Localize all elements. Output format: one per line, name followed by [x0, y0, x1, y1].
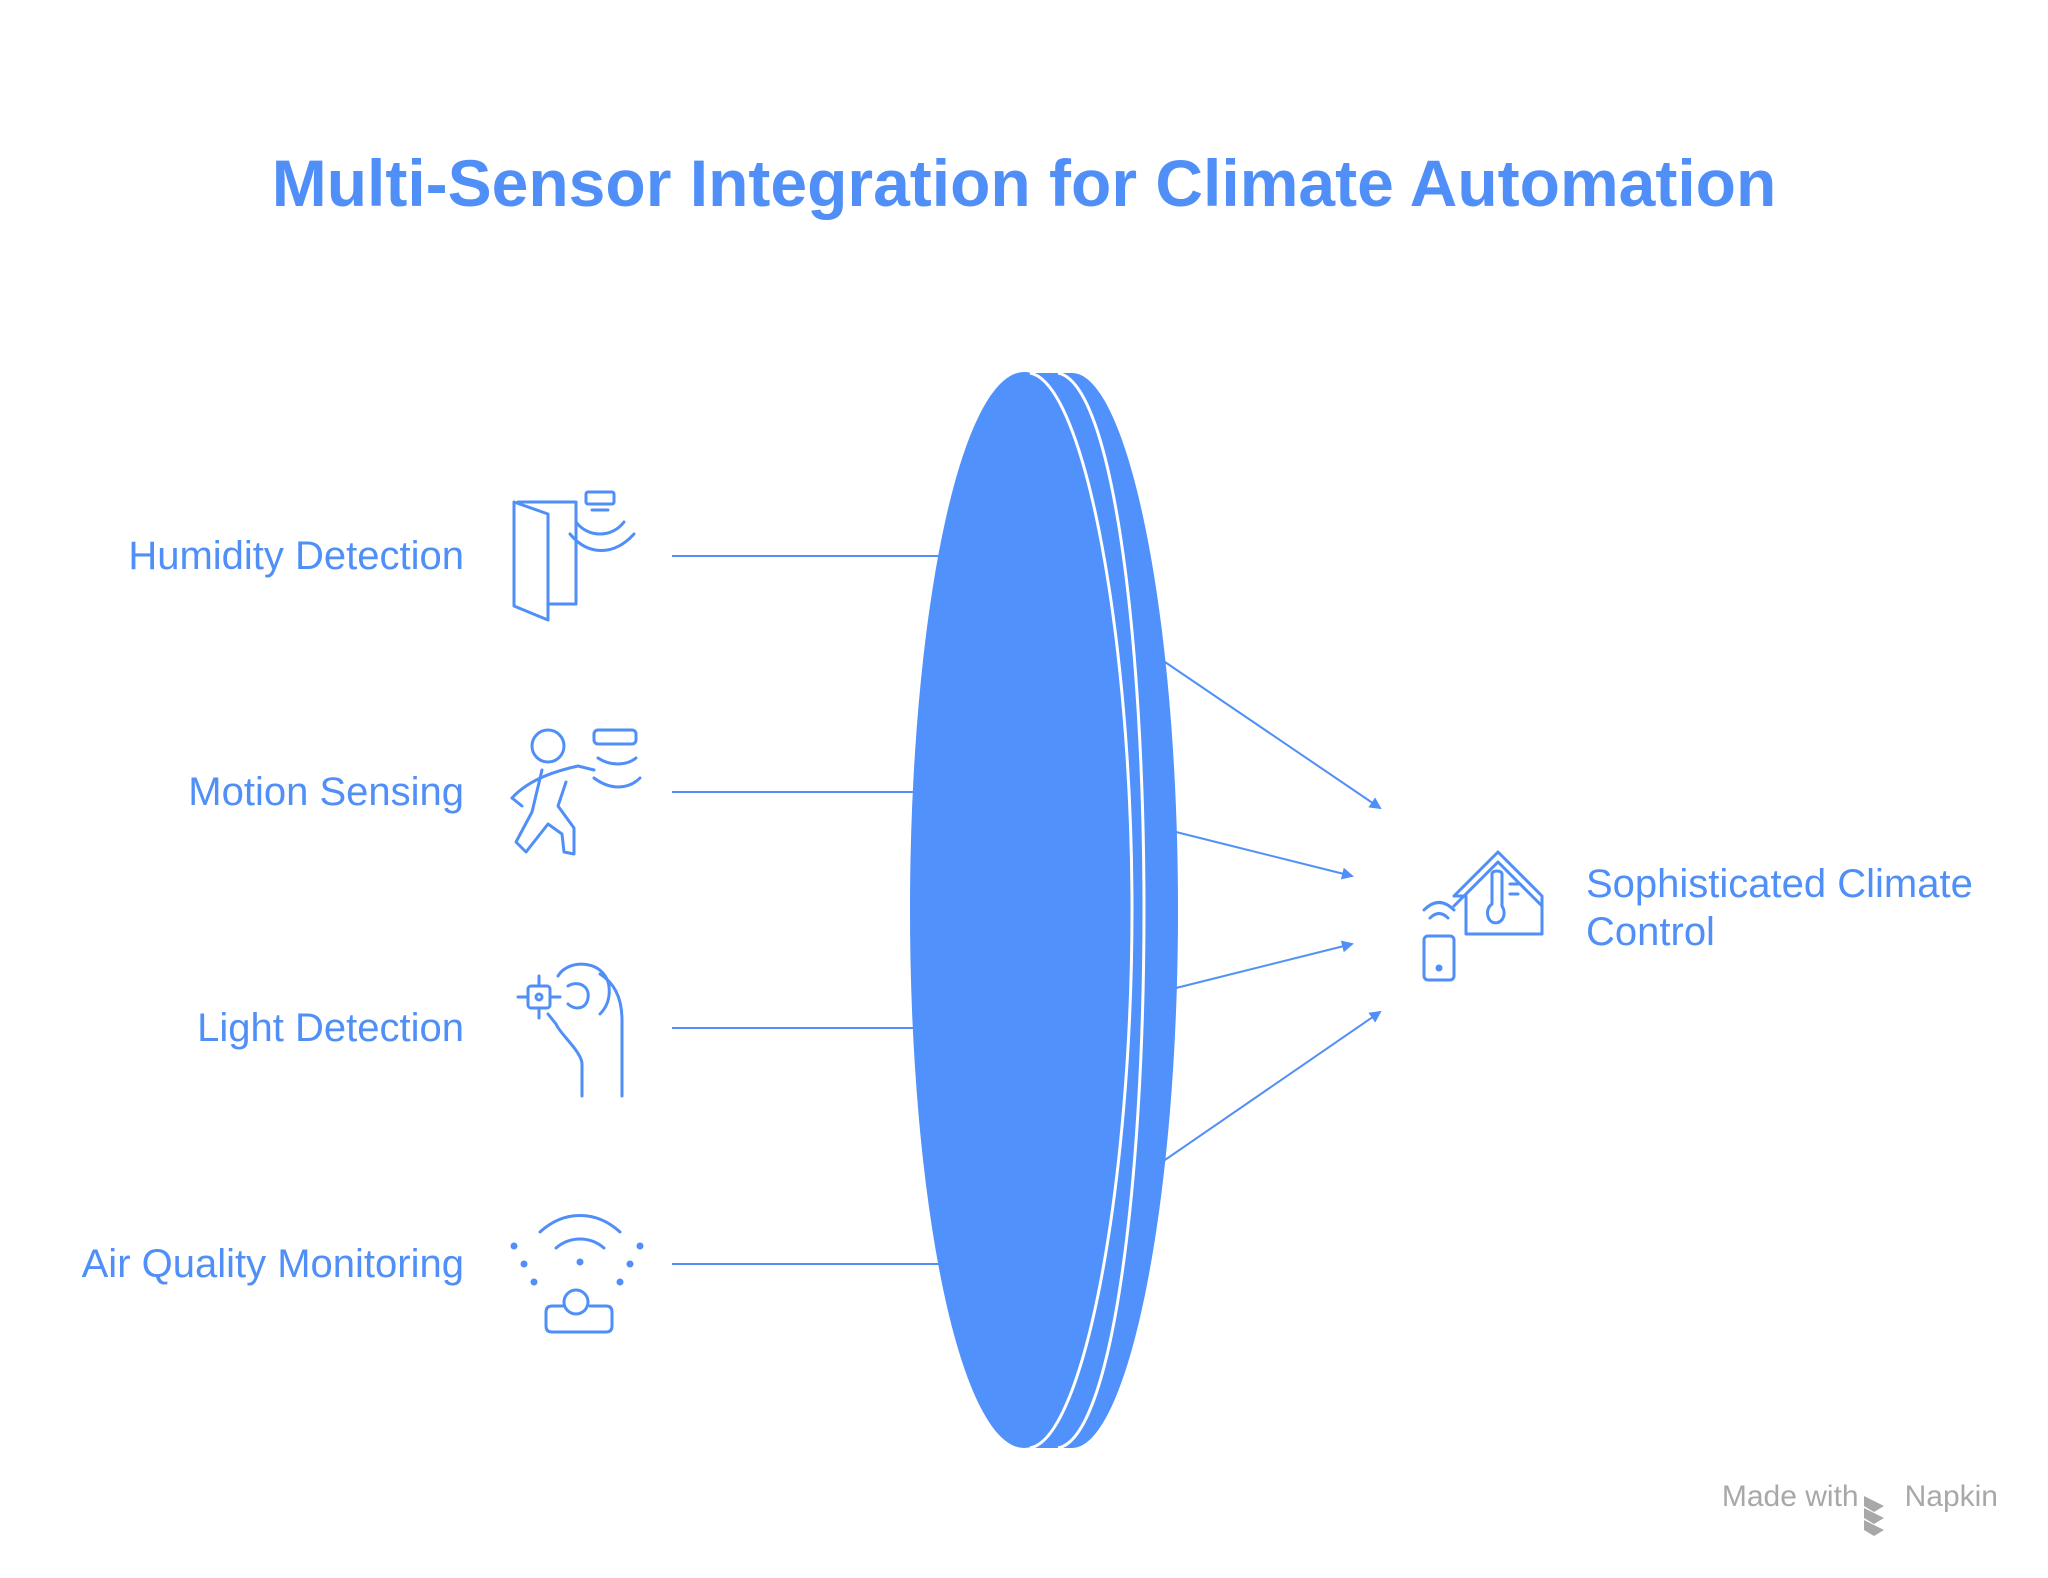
watermark-made-with: Made with: [1721, 1480, 1859, 1513]
napkin-logo-icon: [1864, 1496, 1884, 1536]
integration-lens: [910, 371, 1178, 1450]
arrow-1: [1161, 659, 1382, 810]
motion-sensor-icon: [510, 728, 642, 856]
input-label-light: Light Detection: [197, 1006, 464, 1050]
arrow-3: [1175, 940, 1354, 989]
napkin-watermark[interactable]: Made with Napkin: [1722, 1480, 1998, 1514]
door-sensor-icon: [512, 490, 636, 622]
light-sensor-hand-icon: [516, 962, 624, 1098]
input-label-motion: Motion Sensing: [188, 770, 464, 814]
watermark-brand: Napkin: [1904, 1480, 1998, 1513]
arrow-2: [1175, 831, 1354, 880]
arrow-4: [1161, 1010, 1382, 1163]
input-label-humidity: Humidity Detection: [128, 534, 464, 578]
output-label: Sophisticated Climate Control: [1586, 862, 1973, 954]
input-label-air-quality: Air Quality Monitoring: [81, 1242, 464, 1286]
air-quality-sensor-icon: [510, 1214, 644, 1334]
smart-home-thermostat-icon: [1422, 850, 1544, 982]
diagram-title: Multi-Sensor Integration for Climate Aut…: [271, 146, 1777, 220]
